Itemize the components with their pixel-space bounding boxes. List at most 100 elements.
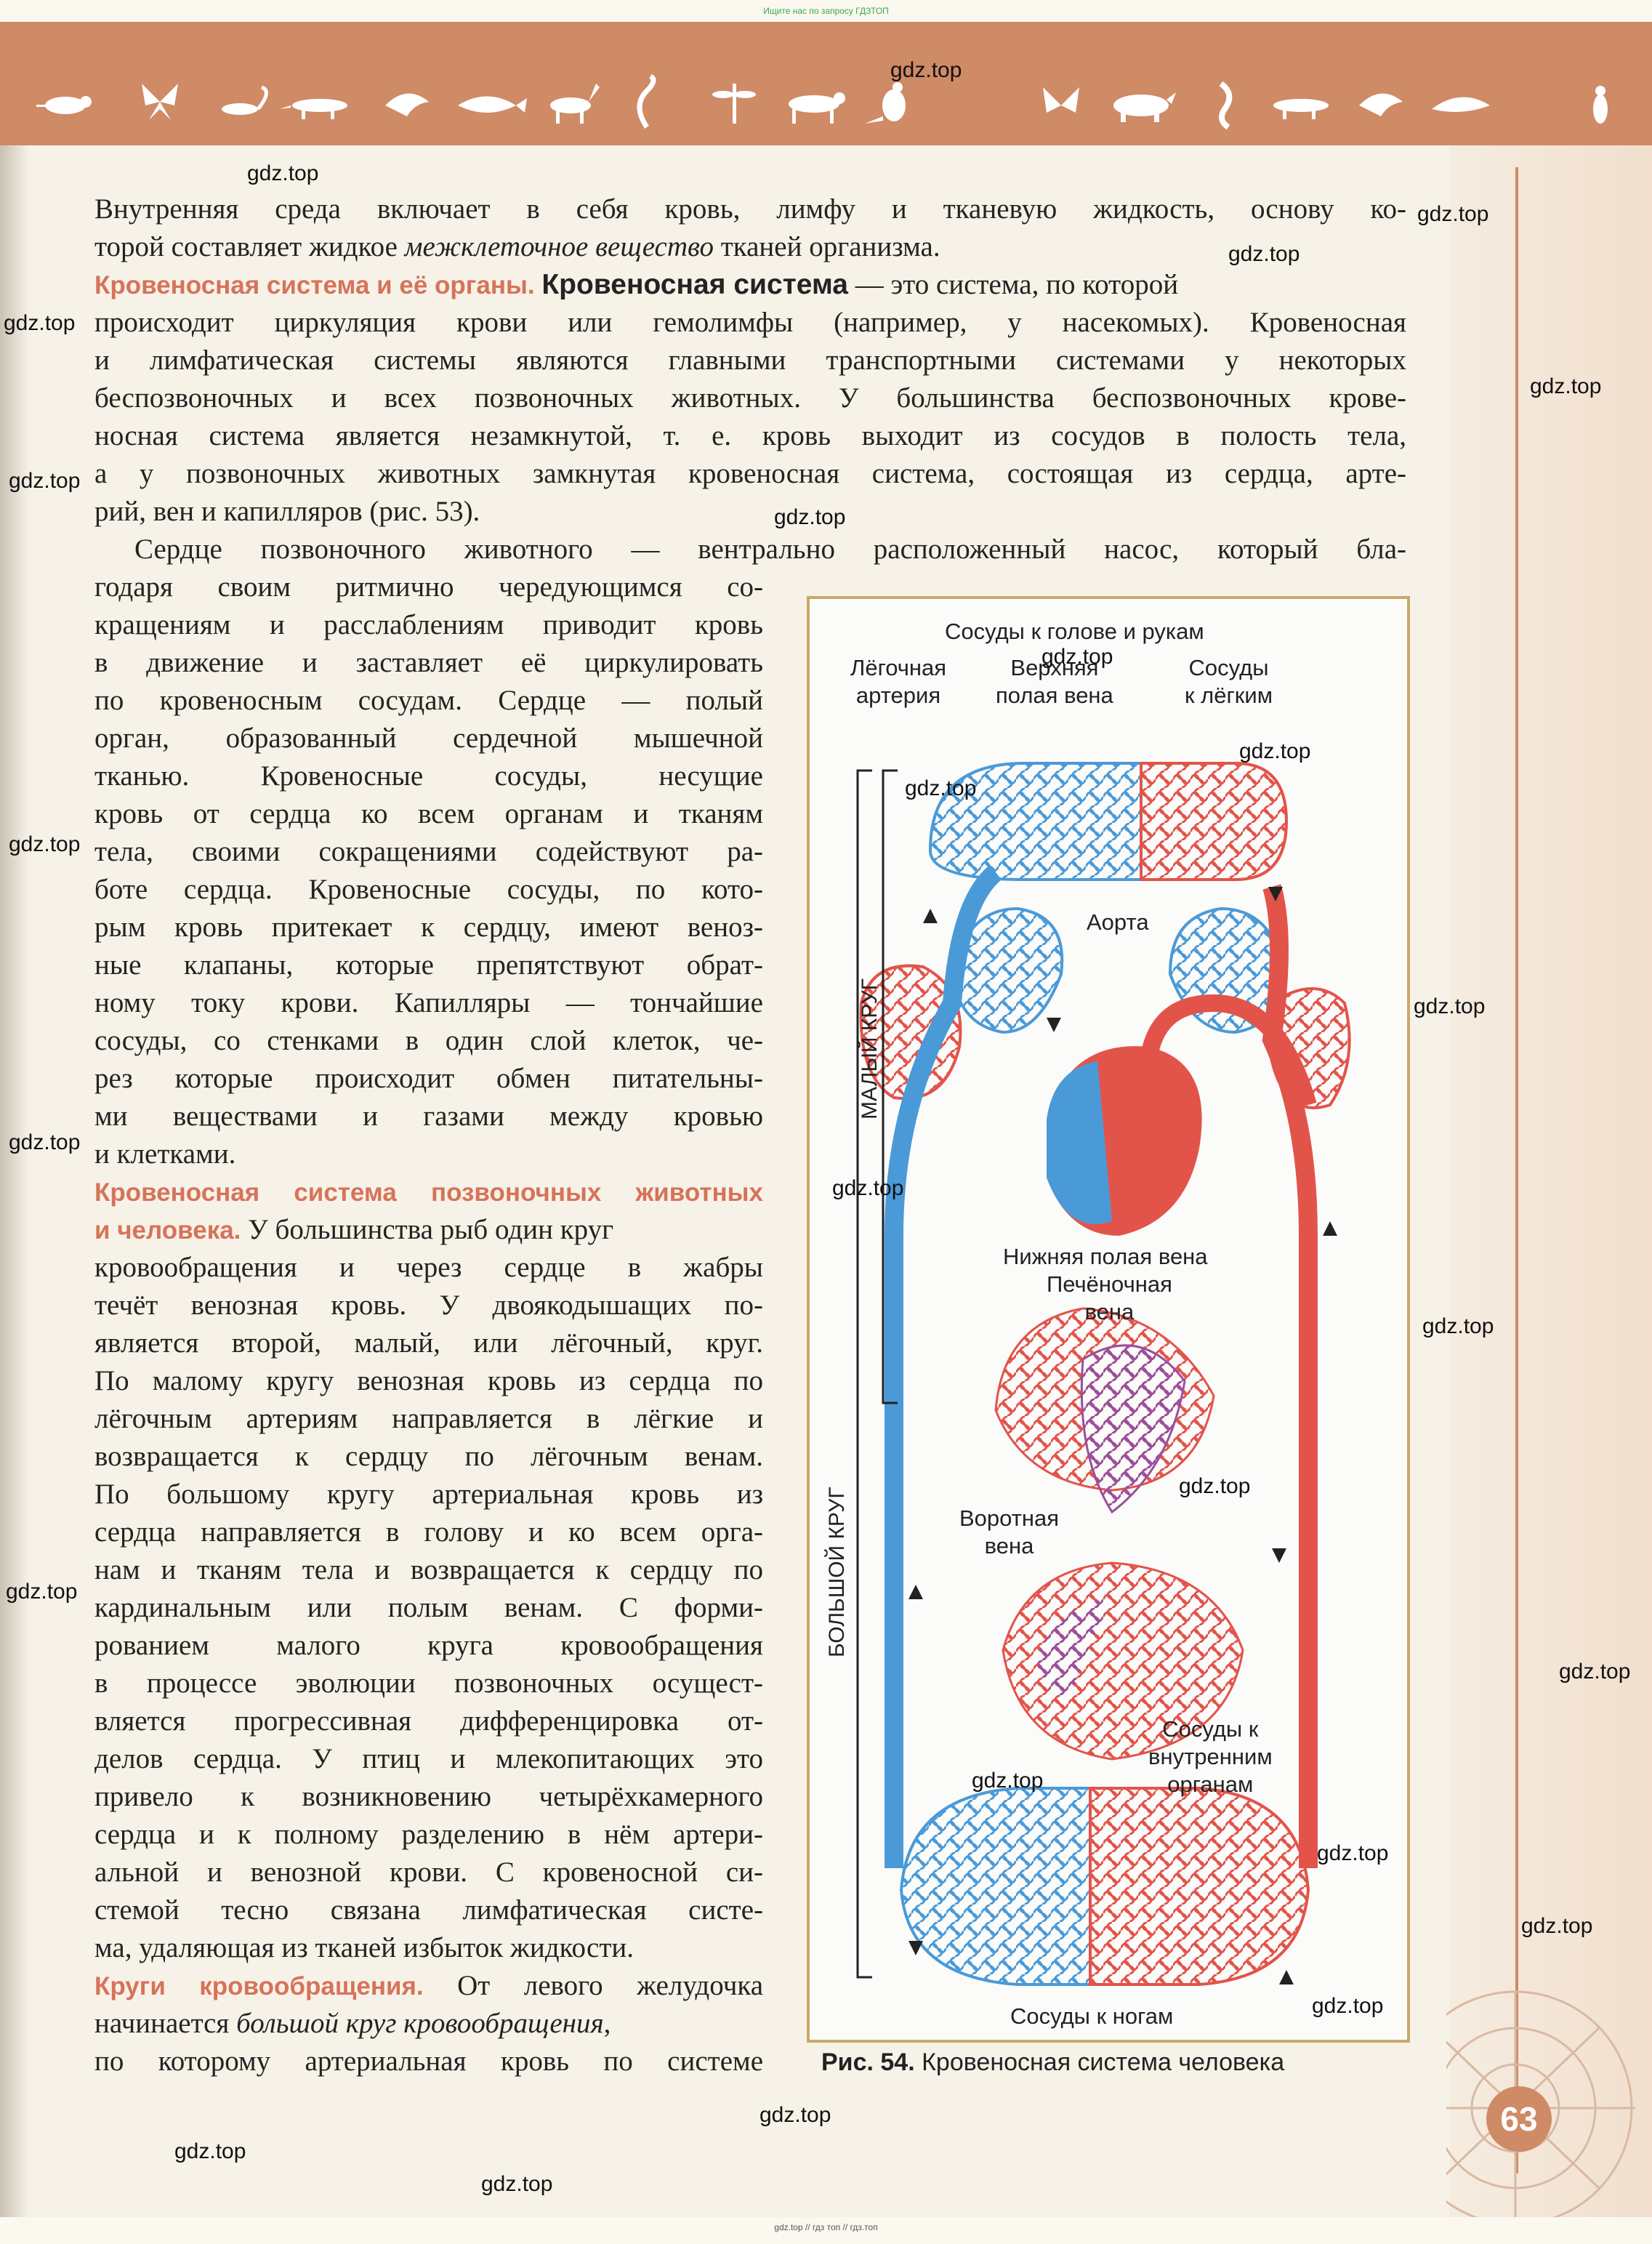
gut-net <box>1002 1561 1244 1761</box>
watermark: gdz.top <box>6 1580 78 1604</box>
top-strip <box>0 0 1652 22</box>
text-line: и клетками. <box>94 1138 236 1170</box>
moth-icon <box>1043 87 1079 113</box>
text-line: начинается большой круг кровообращения, <box>94 2008 611 2039</box>
watermark: gdz.top <box>1041 645 1113 669</box>
whale-icon <box>458 96 527 113</box>
bird-icon <box>1359 93 1403 116</box>
text-line: в процессе эволюции позвоночных осущест- <box>94 1668 763 1699</box>
text-line: и лимфатическая системы являются главным… <box>94 345 1406 376</box>
gut-portal <box>1038 1599 1112 1701</box>
label-head-arms: Сосуды к голове и рукам <box>945 619 1204 644</box>
text-line: сердца направляется в голову и ко всем о… <box>94 1516 763 1548</box>
text-line: по кровеносным сосудам. Сердце — полый <box>94 685 763 716</box>
butterfly-icon <box>142 84 178 120</box>
section-heading: Кровеносная система позвоночных животных <box>94 1178 763 1207</box>
lung-left-arterial <box>859 964 962 1101</box>
text-line: по которому артериальная кровь по систем… <box>94 2046 763 2077</box>
text-line: тканью. Кровеносные сосуды, несущие <box>94 760 763 792</box>
watermark: gdz.top <box>1228 242 1300 266</box>
nautilus-ornament <box>1446 1990 1635 2226</box>
lung-left-venous <box>950 906 1064 1034</box>
rat-icon <box>36 96 92 114</box>
text-line: нам и тканям тела и возвращается к сердц… <box>94 1554 763 1585</box>
page-number: 63 <box>1486 2086 1552 2152</box>
section-heading: и человека. <box>94 1216 241 1244</box>
text-line: кращениям и расслаблениям приводит кровь <box>94 609 763 640</box>
portal-net <box>1080 1344 1186 1514</box>
watermark: gdz.top <box>774 505 846 529</box>
watermark: gdz.top <box>1179 1474 1251 1498</box>
watermark: gdz.top <box>759 2103 831 2127</box>
text-line: По малому кругу венозная кровь из сердца… <box>94 1365 763 1396</box>
lizard-icon <box>1273 99 1329 119</box>
text-line: рий, вен и капилляров (рис. 53). <box>94 496 480 527</box>
text-line: Внутренняя среда включает в себя кровь, … <box>94 193 1406 225</box>
right-margin-rail <box>1450 145 1652 2232</box>
page-gutter-shadow <box>0 145 29 2232</box>
kangaroo-icon <box>865 82 906 124</box>
text-line: ма, удаляющая из тканей избыток жидкости… <box>94 1932 634 1963</box>
watermark: gdz.top <box>1521 1914 1593 1938</box>
section-heading-line: Кровеносная система и её органы. Кровено… <box>94 269 1179 300</box>
circulatory-diagram <box>856 762 1351 1986</box>
watermark: gdz.top <box>247 161 319 185</box>
watermark: gdz.top <box>9 832 81 856</box>
text-line: Сердце позвоночного животного — вентраль… <box>134 534 1406 565</box>
wolf-icon <box>789 92 845 124</box>
label-inferior-vena-cava: Нижняя полая вена <box>1003 1244 1208 1269</box>
text-line: кровообращения и через сердце в жабры <box>94 1252 763 1283</box>
text-line: кардинальным или полым венам. С форми- <box>94 1592 763 1623</box>
text-line: орган, образованный сердечной мышечной <box>94 723 763 754</box>
deer-icon <box>550 84 600 124</box>
lizard-icon <box>280 99 347 119</box>
head-arms-capillary-arterial <box>1140 762 1289 881</box>
watermark: gdz.top <box>1417 202 1489 226</box>
text-line: беспозвоночных и всех позвоночных животн… <box>94 382 1406 414</box>
watermark: gdz.top <box>890 58 962 82</box>
aorta-arch <box>1140 994 1317 1108</box>
section-heading-line: и человека. У большинства рыб один круг <box>94 1214 614 1245</box>
watermark: gdz.top <box>481 2172 553 2196</box>
text-line: сердца и к полному разделению в нём арте… <box>94 1819 763 1850</box>
text-line: происходит циркуляция крови или гемолимф… <box>94 307 1406 338</box>
bird-icon <box>385 93 429 116</box>
section-heading: Кровеносная система и её органы. <box>94 271 535 299</box>
flow-arrows <box>908 887 1337 1984</box>
watermark: gdz.top <box>1530 374 1602 398</box>
venous-trunk <box>885 864 1002 1868</box>
text-line: а у позвоночных животных замкнутая крове… <box>94 458 1406 489</box>
penguin-icon <box>1593 86 1608 124</box>
text-line: лёгочным артериям направляется в лёгкие … <box>94 1403 763 1434</box>
text-line: ные клапаны, которые препятствуют обрат- <box>94 949 763 981</box>
text-line: рым кровь притекает к сердцу, имеют вено… <box>94 912 763 943</box>
label-big-circle: БОЛЬШОЙ КРУГ <box>825 1487 849 1657</box>
text-line: По большому кругу артериальная кровь из <box>94 1479 763 1510</box>
watermark: gdz.top <box>1414 994 1486 1018</box>
bottom-caption: gdz.top // гдз топ // гдз.топ <box>774 2222 878 2232</box>
text-line: тела, своими сокращениями содействуют ра… <box>94 836 763 867</box>
header-band <box>0 22 1652 145</box>
seahorse-icon <box>1219 81 1233 130</box>
text-line: делов сердца. У птиц и млекопитающих это <box>94 1743 763 1774</box>
bottom-strip <box>0 2217 1652 2244</box>
margin-line <box>1515 167 1518 2173</box>
watermark: gdz.top <box>1239 739 1311 763</box>
text-line: носная система является незамкнутой, т. … <box>94 420 1406 451</box>
figure-caption: Рис. 54. Кровеносная система человека <box>821 2048 1285 2076</box>
text-line: ми веществами и газами между кровью <box>94 1101 763 1132</box>
section-heading-line: Круги кровообращения. От левого желудочк… <box>94 1970 763 2001</box>
rhino-icon <box>1113 92 1176 122</box>
watermark: gdz.top <box>1312 1994 1384 2018</box>
watermark: gdz.top <box>972 1769 1044 1793</box>
animal-silhouettes-row <box>36 73 1608 130</box>
text-line: рованием малого круга кровообращения <box>94 1630 763 1661</box>
text-line: годаря своим ритмично чередующимся со- <box>94 571 763 603</box>
text-line: рез которые происходит обмен питательны- <box>94 1063 763 1094</box>
legs-arterial <box>1089 1787 1310 1986</box>
